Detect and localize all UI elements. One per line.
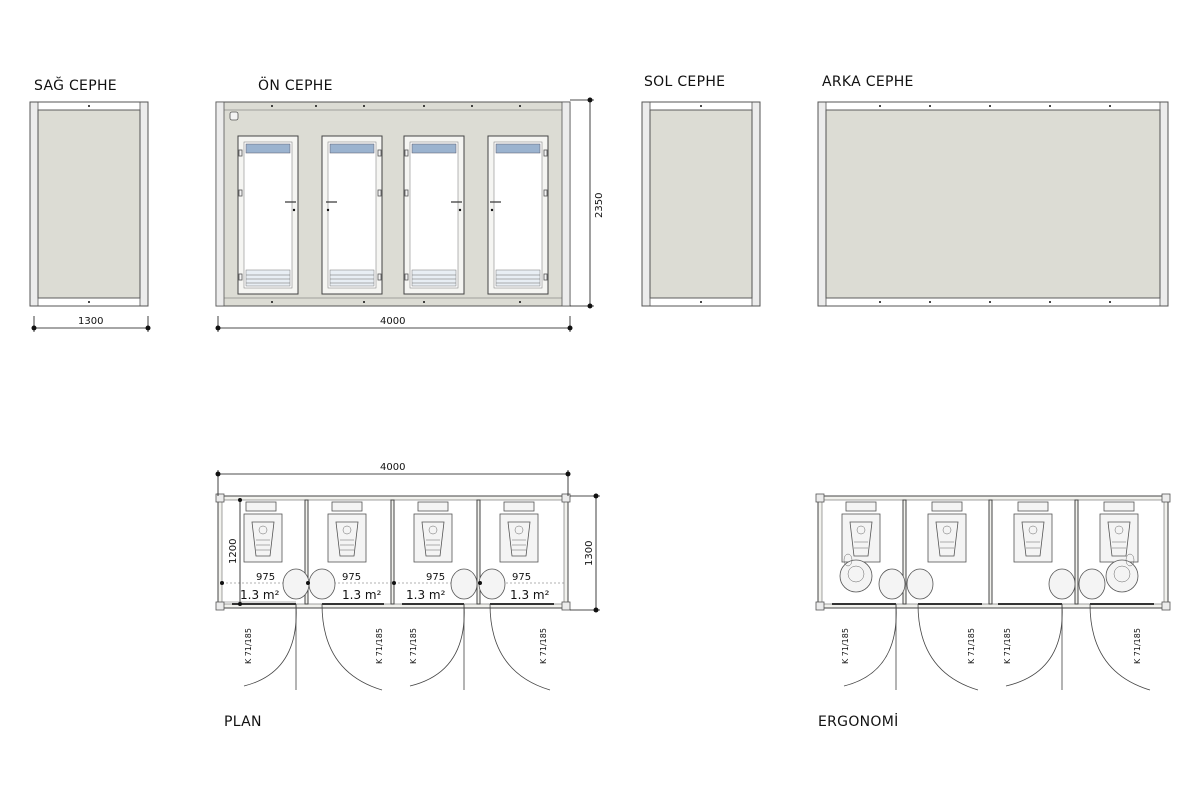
cabin-2-area: 1.3 m²	[342, 588, 382, 602]
cabin-2-door-tag: K 71/185	[375, 628, 384, 664]
ergo-basin-1	[878, 568, 906, 600]
ergo-basin-4	[1078, 568, 1106, 600]
title-sag-cephe: SAĞ CEPHE	[34, 76, 117, 94]
plan-view: 1.3 m² 975 K 71/185 1.3 m² 975 K 71/185	[215, 493, 571, 691]
cabin-4-area: 1.3 m²	[510, 588, 550, 602]
ergonomi-view: K 71/185 K 71/185 K 71/185 K 71/185	[815, 493, 1171, 691]
plan-cabin-3: 1.3 m² 975 K 71/185	[402, 501, 478, 690]
dim-height: 2350	[594, 193, 605, 218]
title-arka-cephe: ARKA CEPHE	[822, 74, 914, 90]
ergo-pan-1	[841, 501, 881, 563]
title-plan: PLAN	[224, 714, 262, 730]
cabin-4-width: 975	[512, 572, 531, 583]
plan-cabin-4: 1.3 m² 975 K 71/185	[478, 501, 554, 691]
rear-elevation	[817, 101, 1169, 307]
human-figure-1	[839, 553, 873, 593]
front-door-4	[487, 135, 549, 295]
cabin-3-area: 1.3 m²	[406, 588, 446, 602]
dim-plan-width: 4000	[380, 462, 405, 473]
right-elevation-dim: 1300	[31, 316, 151, 332]
ergo-pan-2	[927, 501, 967, 563]
cabin-depth-dim: 1200	[220, 498, 482, 606]
right-elevation	[29, 101, 149, 307]
ergo-pan-3	[1013, 501, 1053, 563]
plan-cabin-1: 1.3 m² 975 K 71/185	[224, 501, 310, 690]
ergo-door-tag-4: K 71/185	[1133, 628, 1142, 664]
front-width-dim: 4000	[215, 316, 573, 332]
ergo-door-tag-2: K 71/185	[967, 628, 976, 664]
cabin-1-area: 1.3 m²	[240, 588, 280, 602]
front-door-3	[403, 135, 465, 295]
dim-side-width: 1300	[78, 316, 103, 327]
plan-cabin-2: 1.3 m² 975 K 71/185	[308, 501, 384, 691]
ergo-basin-2	[906, 568, 934, 600]
human-figure-2	[1105, 553, 1139, 593]
dim-plan-depth: 1300	[584, 541, 595, 566]
dim-front-width: 4000	[380, 316, 405, 327]
plan-width-dim: 4000	[215, 462, 571, 496]
cabin-4-door-tag: K 71/185	[539, 628, 548, 664]
cabin-1-width: 975	[256, 572, 275, 583]
title-on-cephe: ÖN CEPHE	[258, 76, 333, 94]
height-dim: 2350	[570, 97, 605, 309]
ergo-door-tag-1: K 71/185	[841, 628, 850, 664]
ergo-pan-4	[1099, 501, 1139, 563]
cabin-1-door-tag: K 71/185	[244, 628, 253, 664]
plan-depth-dim: 1300	[570, 493, 600, 613]
title-sol-cephe: SOL CEPHE	[644, 74, 725, 90]
front-door-2	[321, 135, 383, 295]
front-door-1	[237, 135, 299, 295]
cabin-2-width: 975	[342, 572, 361, 583]
front-elevation	[215, 101, 571, 307]
left-elevation	[641, 101, 761, 307]
title-ergonomi: ERGONOMİ	[818, 712, 899, 730]
cabin-3-door-tag: K 71/185	[409, 628, 418, 664]
ergo-door-tag-3: K 71/185	[1003, 628, 1012, 664]
dim-cabin-depth: 1200	[228, 539, 239, 564]
ergo-basin-3	[1048, 568, 1076, 600]
cabin-3-width: 975	[426, 572, 445, 583]
